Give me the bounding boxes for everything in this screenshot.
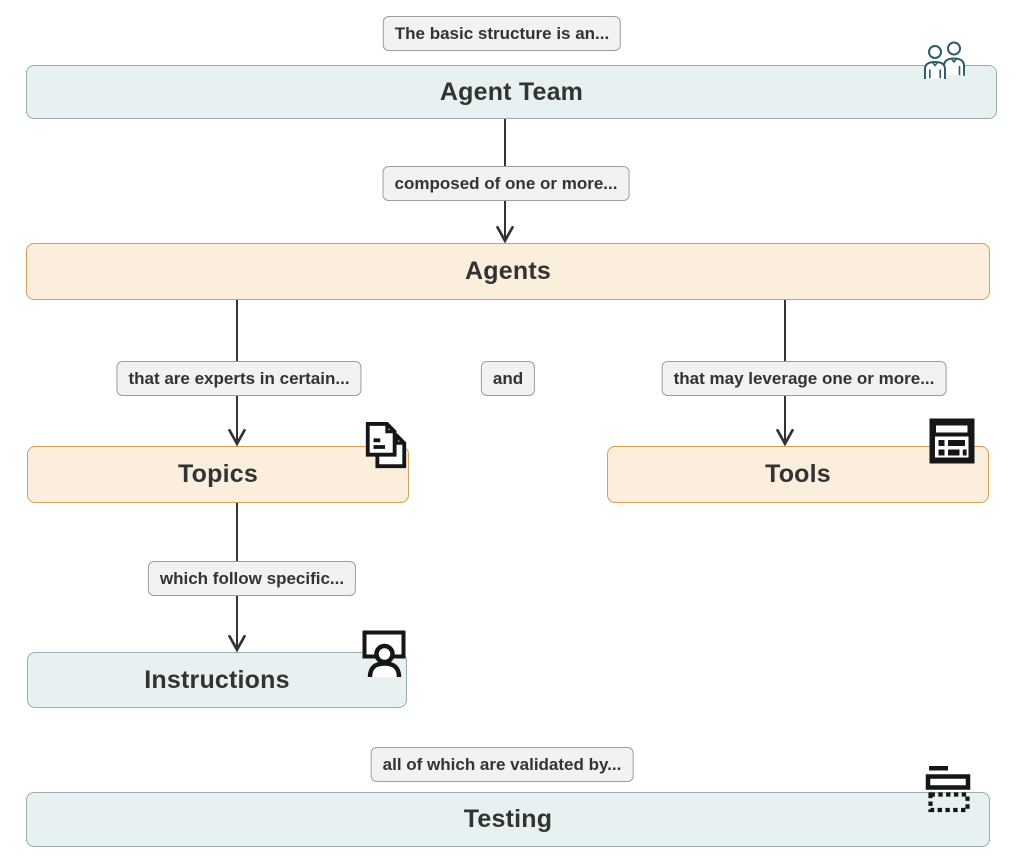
node-tools-label: Tools [765, 460, 831, 488]
node-instructions: Instructions [27, 652, 407, 708]
node-agents: Agents [26, 243, 990, 300]
edge-label-and-text: and [492, 369, 524, 388]
edge-label-leverage: that may leverage one or more... [661, 361, 947, 397]
edge-label-basic-structure-text: The basic structure is an... [394, 24, 610, 43]
node-testing-label: Testing [463, 805, 553, 833]
node-testing: Testing [26, 792, 990, 847]
node-agents-label: Agents [465, 257, 551, 285]
edge-label-experts-in: that are experts in certain... [116, 361, 362, 397]
edge-label-composed-of-text: composed of one or more... [394, 174, 618, 193]
edge-label-composed-of: composed of one or more... [382, 166, 630, 202]
node-topics: Topics [27, 446, 409, 503]
edge-label-follow-specific: which follow specific... [147, 561, 357, 597]
edge-label-validated-by-text: all of which are validated by... [382, 755, 622, 774]
list-window-icon [929, 418, 975, 464]
edge-label-validated-by: all of which are validated by... [370, 747, 634, 783]
validation-field-icon [925, 766, 971, 813]
node-instructions-label: Instructions [144, 665, 290, 694]
presenter-person-icon [362, 630, 406, 677]
edge-label-follow-specific-text: which follow specific... [159, 569, 345, 588]
node-agent-team-label: Agent Team [439, 77, 584, 106]
documents-icon [365, 422, 407, 469]
edge-label-experts-in-text: that are experts in certain... [128, 369, 350, 388]
node-topics-label: Topics [178, 460, 258, 488]
edge-label-leverage-text: that may leverage one or more... [673, 369, 935, 388]
edge-label-and: and [480, 361, 536, 397]
team-people-icon [924, 41, 965, 79]
node-agent-team: Agent Team [26, 65, 997, 119]
node-tools: Tools [607, 446, 989, 503]
edge-label-basic-structure: The basic structure is an... [382, 16, 622, 52]
